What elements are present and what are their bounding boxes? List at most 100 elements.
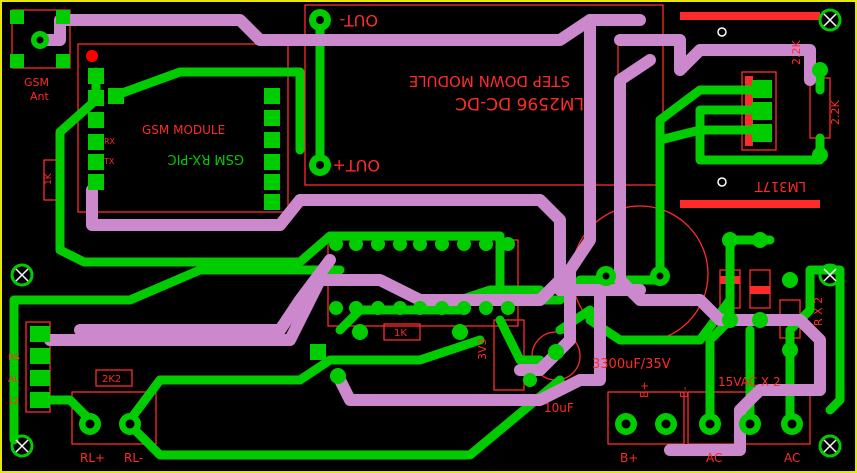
- pad-pic-b6: [435, 301, 449, 315]
- mount-hole-top-right: [818, 8, 842, 32]
- pad-conn-1: [30, 326, 50, 342]
- pad-conn-4: [30, 392, 50, 408]
- pad-ant-1: [10, 10, 24, 24]
- label-cap-big: 3300uF/35V: [592, 357, 671, 372]
- trace-pic-left: [74, 254, 336, 336]
- hole-ac-1: [705, 419, 715, 429]
- mount-hole-bottom-right: [818, 434, 842, 458]
- pad-gsm-l6: [88, 174, 104, 190]
- label-out-minus: OUT-: [340, 11, 378, 30]
- label-ac-a: AC: [706, 451, 722, 465]
- label-tx: TX: [103, 157, 115, 166]
- pad-pic-b3: [371, 301, 385, 315]
- pad-d3-a: [782, 272, 798, 288]
- label-lm2596: LM2596 DC-DC: [455, 93, 584, 113]
- label-r1k-mid: 1K: [394, 328, 407, 339]
- stepdown-module-outline: [304, 4, 664, 186]
- hole-relay-minus: [125, 419, 135, 429]
- hole-b-minus: [661, 419, 671, 429]
- mount-hole-mid-left: [10, 263, 34, 287]
- pad-gsm-r3: [264, 132, 280, 148]
- trace-main-vertical: [514, 14, 596, 376]
- pad-r2k2-right-top: [812, 62, 828, 78]
- label-r2k2-top: 2.2K: [790, 40, 803, 65]
- pad-lm317-2: [752, 102, 772, 120]
- trace-right-loop: [614, 34, 826, 456]
- labels: GSM Ant GSM MODULE GSM RX-PIC RX TX 1K O…: [8, 11, 842, 465]
- pad-conn-2: [30, 348, 50, 364]
- pad-pic-t6: [435, 237, 449, 251]
- label-conn-al: AL: [8, 375, 19, 385]
- label-gsm-ant-2: Ant: [30, 90, 49, 103]
- pad-d3-b: [782, 342, 798, 358]
- label-v33: 3V3: [476, 338, 489, 360]
- pad-pic-t8: [479, 237, 493, 251]
- pad-pic-b4: [393, 301, 407, 315]
- pad-gsm-l2: [88, 90, 104, 106]
- label-ac-b: AC: [784, 451, 800, 465]
- hole-ac-2: [745, 419, 755, 429]
- hole-ac-3: [787, 419, 797, 429]
- pad-d2-a: [752, 232, 768, 248]
- label-gsm-ant-1: GSM: [24, 76, 49, 89]
- label-gsm-module: GSM MODULE: [142, 123, 225, 137]
- label-gsm-rx-pic: GSM RX-PIC: [168, 151, 244, 166]
- pad-pic-b2: [349, 301, 363, 315]
- trace-lm317-out: [655, 125, 765, 145]
- lm317-bar-top: [680, 12, 820, 20]
- pad-smallcap-2: [523, 373, 537, 387]
- label-r1k-left: 1K: [44, 172, 54, 185]
- mount-hole-mid-right: [818, 263, 842, 287]
- hole-bigcap-2: [656, 272, 664, 280]
- lm317-white-circles: [717, 27, 727, 187]
- pad-pic-t2: [349, 237, 363, 251]
- v33-outline: [493, 319, 525, 391]
- trace-cap: [555, 235, 775, 345]
- hole-b-plus: [621, 419, 631, 429]
- pad-pic-t1: [329, 237, 343, 251]
- pad-d1-b: [722, 312, 738, 328]
- pad-conn-3: [30, 370, 50, 386]
- pad-lm317-1: [752, 80, 772, 98]
- pad-gsm-mid: [108, 88, 124, 104]
- label-rl-minus: RL-: [124, 451, 143, 465]
- trace-pic-right: [334, 284, 606, 406]
- mount-holes: [10, 8, 842, 458]
- pad-gsm-r2: [264, 110, 280, 126]
- gsm-module-outline: [77, 43, 289, 213]
- top-copper-layer: [34, 14, 826, 456]
- label-b-plus: B+: [638, 381, 651, 398]
- trace-lm317: [655, 65, 825, 275]
- label-b-plus-bottom: B+: [620, 451, 638, 465]
- pad-ant-3: [10, 54, 24, 68]
- label-r2k2-right: 2.2K: [829, 100, 842, 125]
- pad-r1k-mid-b: [452, 324, 468, 340]
- hole-relay-plus: [85, 419, 95, 429]
- label-conn-rs: RS: [8, 353, 20, 363]
- b-terminal-outline: [607, 391, 685, 445]
- label-lm317: LM317T: [755, 178, 806, 193]
- pad-pic-t3: [371, 237, 385, 251]
- white-circle-1: [717, 27, 727, 37]
- pad-pic-t9: [501, 237, 515, 251]
- pad-r2k2-right-bot: [812, 147, 828, 163]
- trace-left-bus: [9, 265, 345, 445]
- label-rx: RX: [104, 137, 116, 146]
- hole-ant: [36, 36, 44, 44]
- label-diode-right: R X 2: [812, 297, 825, 326]
- pad-d1-a: [722, 232, 738, 248]
- pad-gsm-l3: [88, 112, 104, 128]
- pad-smallcap-1: [548, 344, 564, 360]
- pad-gsm-l1: [88, 68, 104, 84]
- hole-out-plus: [316, 161, 324, 169]
- pad-gsm-l5: [88, 154, 104, 170]
- pad-pic-b7: [457, 301, 471, 315]
- hole-bigcap-1: [602, 272, 610, 280]
- antenna-outline: [11, 9, 71, 69]
- pad-crystal-1: [310, 344, 326, 360]
- diode2-band: [750, 286, 770, 294]
- label-vac: 15VAC X 2: [718, 375, 781, 389]
- label-out-plus: OUT+: [333, 156, 380, 175]
- pad-pic-t4: [393, 237, 407, 251]
